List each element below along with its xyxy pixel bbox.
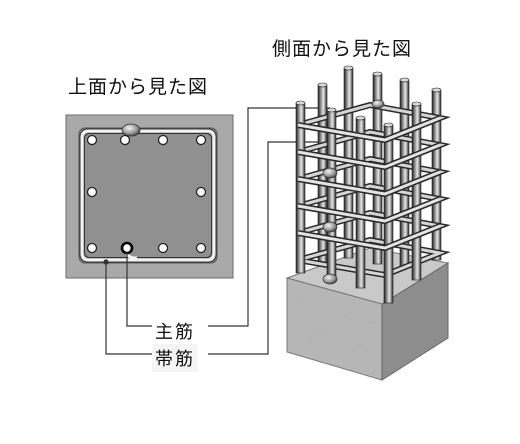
side-view-hoops-front xyxy=(297,115,442,252)
side-view-main-bars-front xyxy=(295,100,422,304)
top-view-hoop xyxy=(80,129,216,262)
hoop-label: 帯筋 xyxy=(152,344,198,372)
side-view-hoop-joints xyxy=(322,99,385,285)
top-view-label: 上面から見た図 xyxy=(68,76,209,98)
leader-line-main-bar xyxy=(126,252,152,327)
side-view-section xyxy=(285,65,451,381)
side-view-label: 側面から見た図 xyxy=(272,38,413,60)
main-rebar-label: 主筋 xyxy=(152,317,198,345)
top-view-main-bars xyxy=(86,134,207,254)
footing-side xyxy=(381,262,449,381)
leader-line-hoop xyxy=(105,262,152,355)
top-view-section xyxy=(65,114,234,279)
top-view-highlight-bar xyxy=(120,241,134,255)
top-view-concrete-inner xyxy=(78,127,218,264)
top-view-hoop-joint xyxy=(121,123,141,137)
leader-lines xyxy=(105,107,330,355)
